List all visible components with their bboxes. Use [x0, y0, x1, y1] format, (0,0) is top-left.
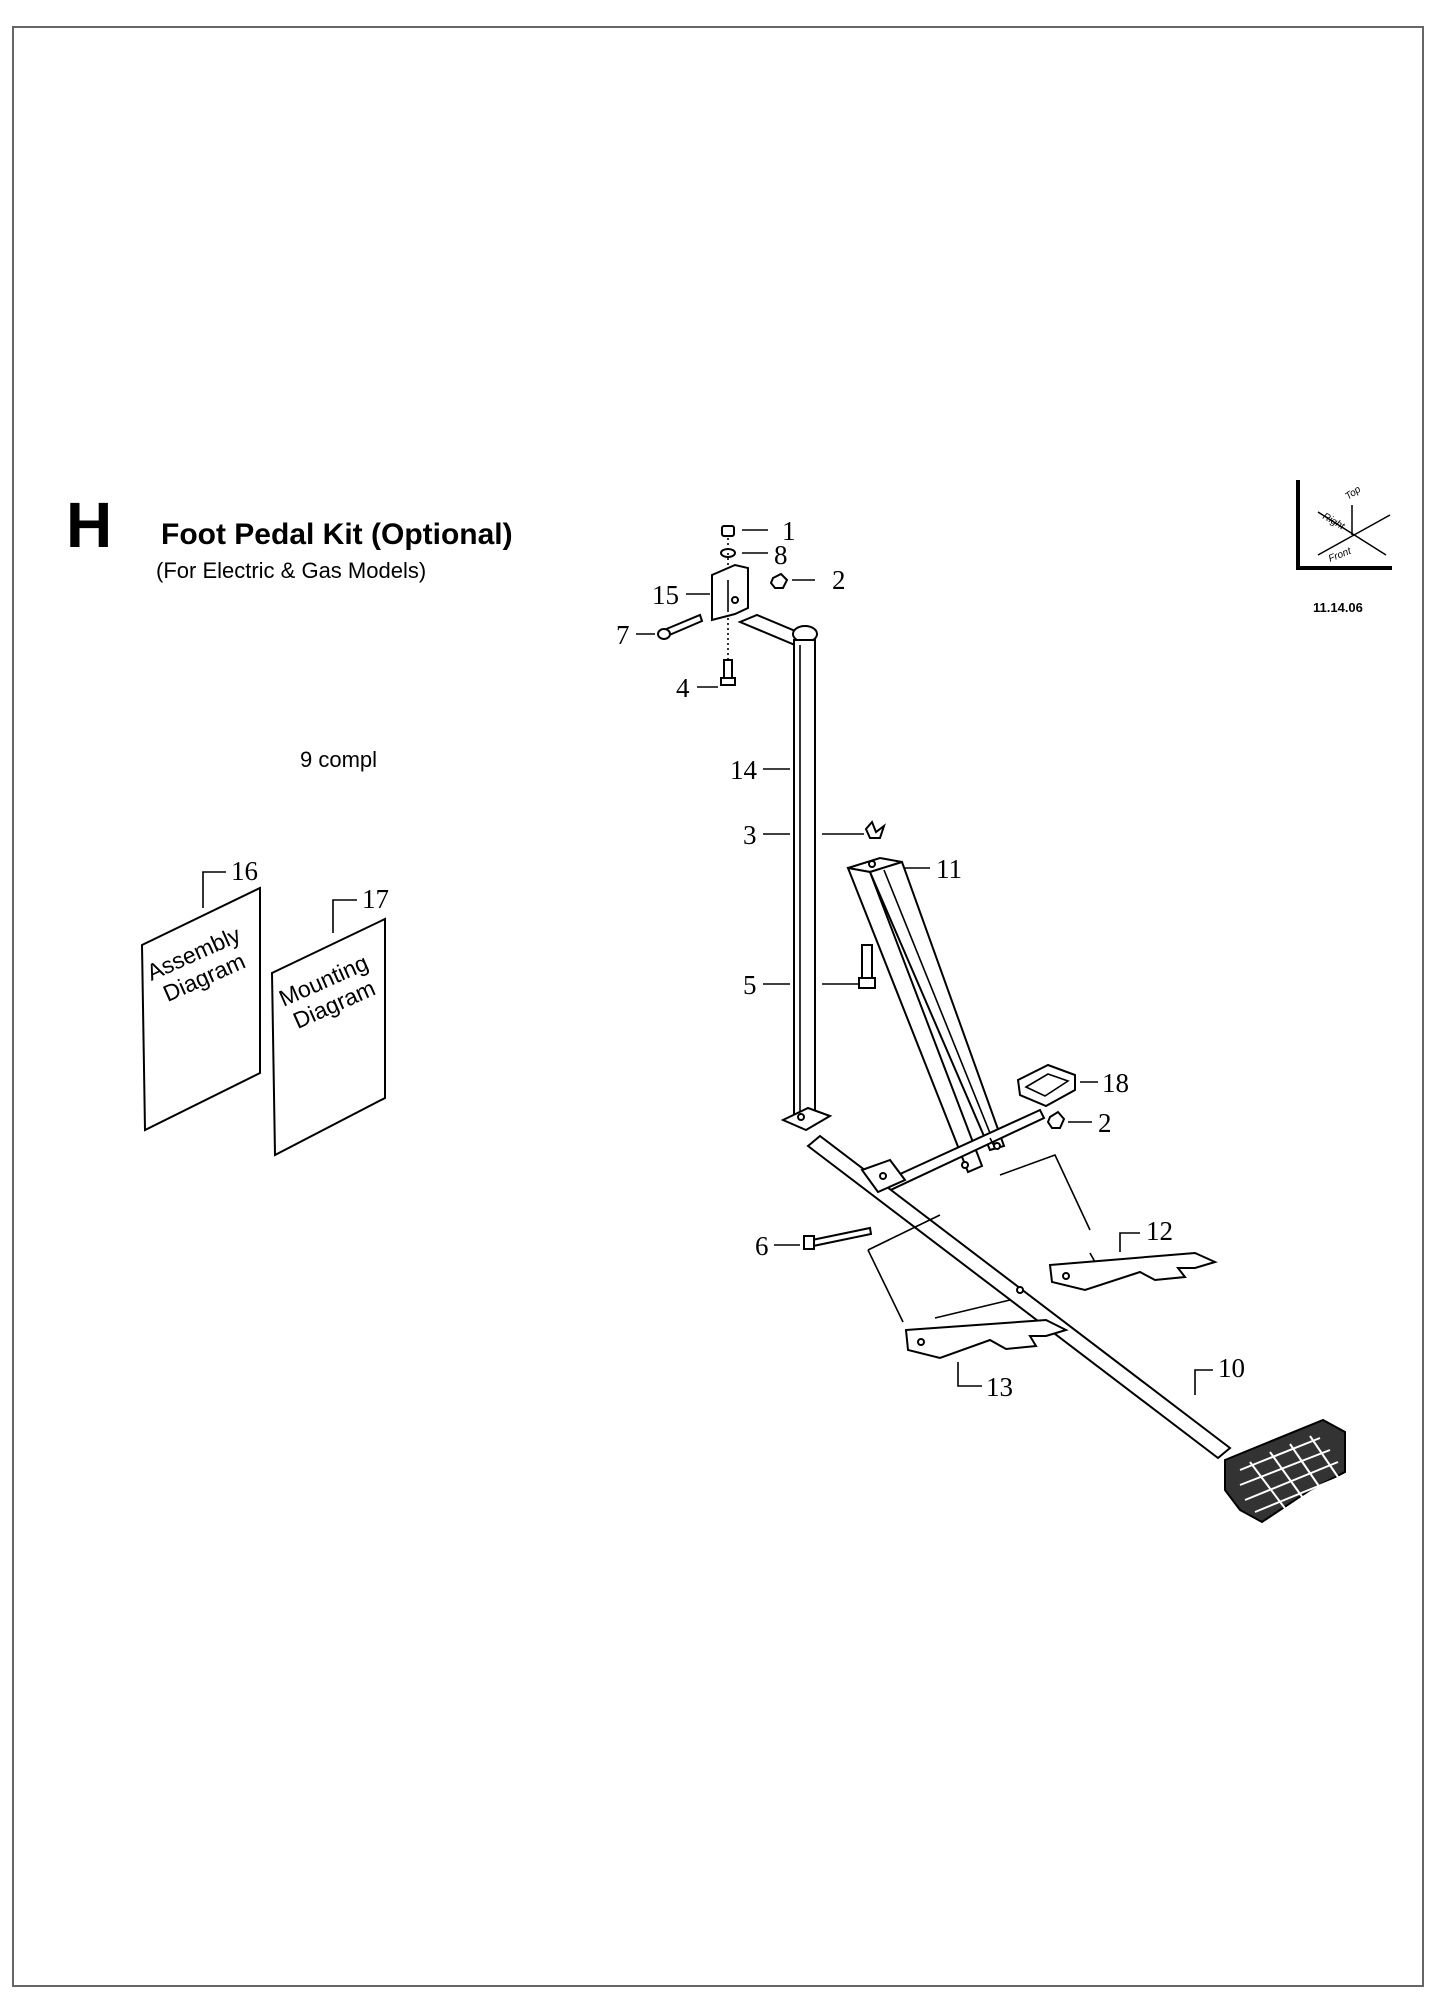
long-bolt-part [657, 613, 704, 640]
left-hook-plate-part [904, 1299, 1069, 1360]
callout-13: 13 [986, 1372, 1013, 1402]
mounting-outline [867, 1137, 1091, 1323]
callout-4: 4 [676, 673, 690, 703]
lower-nut-part [1046, 1110, 1066, 1129]
callout-15: 15 [652, 580, 679, 610]
complete-assembly-note: 9 compl [300, 747, 378, 772]
angled-support-part [846, 856, 1006, 1174]
callout-3: 3 [743, 820, 757, 850]
callout-18: 18 [1102, 1068, 1129, 1098]
revision-date: 11.14.06 [1313, 600, 1363, 615]
post-top-arm [737, 613, 818, 647]
callout-7: 7 [616, 620, 630, 650]
vertical-post-part [780, 639, 833, 1132]
mounting-diagram-sheet: Mounting Diagram [270, 917, 386, 1157]
right-hook-plate-part [1048, 1251, 1218, 1292]
callout-2-lower: 2 [1098, 1108, 1112, 1138]
callout-1: 1 [782, 516, 796, 546]
callout-14: 14 [730, 755, 758, 785]
pedal-pad-part [1224, 1418, 1346, 1524]
kit-title: Foot Pedal Kit (Optional) [161, 518, 513, 551]
leader-lines [202, 529, 1213, 1395]
assembly-diagram-sheet: Assembly Diagram [140, 886, 261, 1132]
callout-2-upper: 2 [832, 565, 846, 595]
kit-subtitle: (For Electric & Gas Models) [156, 558, 427, 583]
axle-bolt-part [803, 1226, 873, 1250]
short-bolt-part [720, 659, 736, 686]
callout-5: 5 [743, 970, 757, 1000]
callout-labels: 1 8 2 15 7 4 14 3 11 5 18 2 6 12 13 10 1… [231, 516, 1245, 1402]
callout-8: 8 [774, 540, 788, 570]
lock-clip-part [1016, 1063, 1076, 1108]
top-nut-part [721, 525, 735, 537]
pivot-bolt-part [858, 944, 876, 989]
callout-6: 6 [755, 1231, 769, 1261]
clevis-bracket-part [711, 563, 749, 622]
pedal-lever-part [806, 1134, 1232, 1460]
callout-11: 11 [936, 854, 962, 884]
axis-top-label: Top [1343, 484, 1363, 503]
callout-12: 12 [1146, 1216, 1173, 1246]
axis-right-label: Right [1321, 511, 1348, 533]
callout-17: 17 [362, 884, 389, 914]
wing-nut-part [864, 820, 886, 839]
page-frame [12, 26, 1424, 1987]
callout-10: 10 [1218, 1353, 1245, 1383]
side-nut-part [769, 572, 789, 589]
section-letter: H [66, 489, 113, 561]
callout-16: 16 [231, 856, 258, 886]
orientation-indicator: Top Right Front 11.14.06 [1296, 480, 1392, 615]
